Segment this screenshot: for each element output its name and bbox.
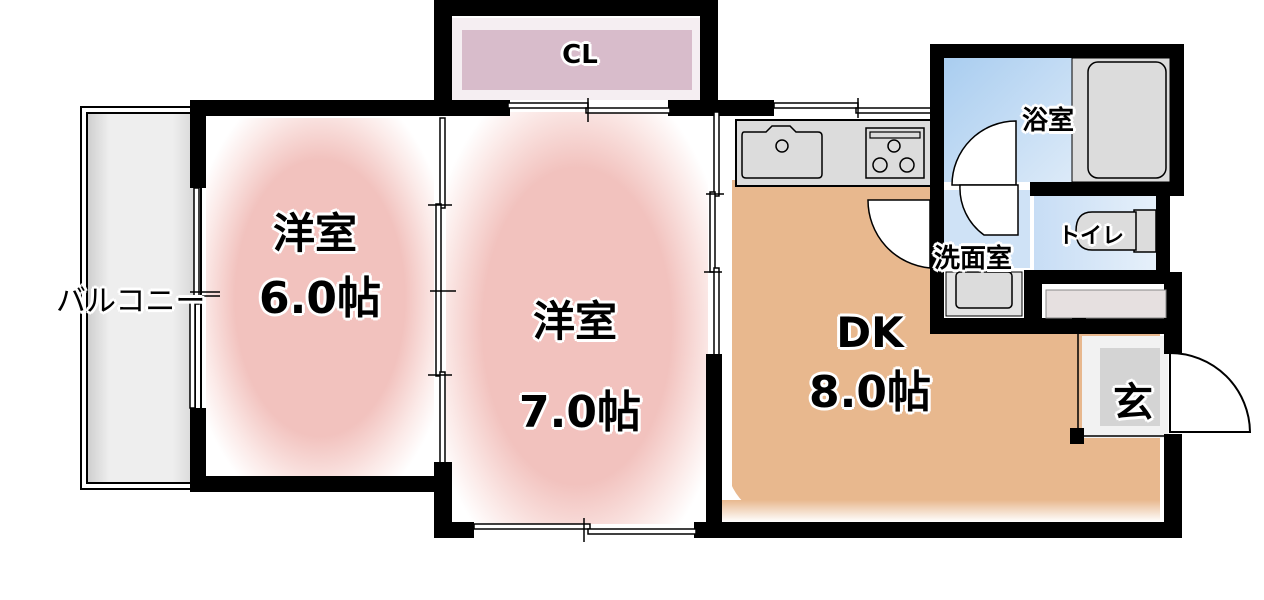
- western-room-1-name: 洋室: [272, 209, 357, 258]
- closet-label: CL: [562, 40, 598, 70]
- western-room-2-size: 7.0帖: [519, 387, 641, 438]
- entrance-inner: [1100, 348, 1160, 426]
- bathroom-label: 浴室: [1022, 106, 1075, 136]
- washroom-label: 洗面室: [934, 244, 1013, 274]
- western-room-2-floor: [446, 112, 708, 524]
- dk-floor-bottom-edge: [718, 500, 1160, 522]
- toilet-label: トイレ: [1058, 224, 1125, 249]
- closet-inner: [462, 30, 692, 90]
- balcony-area: [86, 112, 196, 484]
- western-room-2-name: 洋室: [532, 297, 617, 346]
- dk-size: 8.0帖: [809, 367, 931, 418]
- entrance-label: 玄: [1113, 380, 1153, 426]
- western-room-1-size: 6.0帖: [259, 273, 381, 324]
- balcony-label: バルコニー: [56, 284, 206, 319]
- western-room-1-floor: [206, 118, 434, 478]
- dk-name: DK: [836, 308, 904, 357]
